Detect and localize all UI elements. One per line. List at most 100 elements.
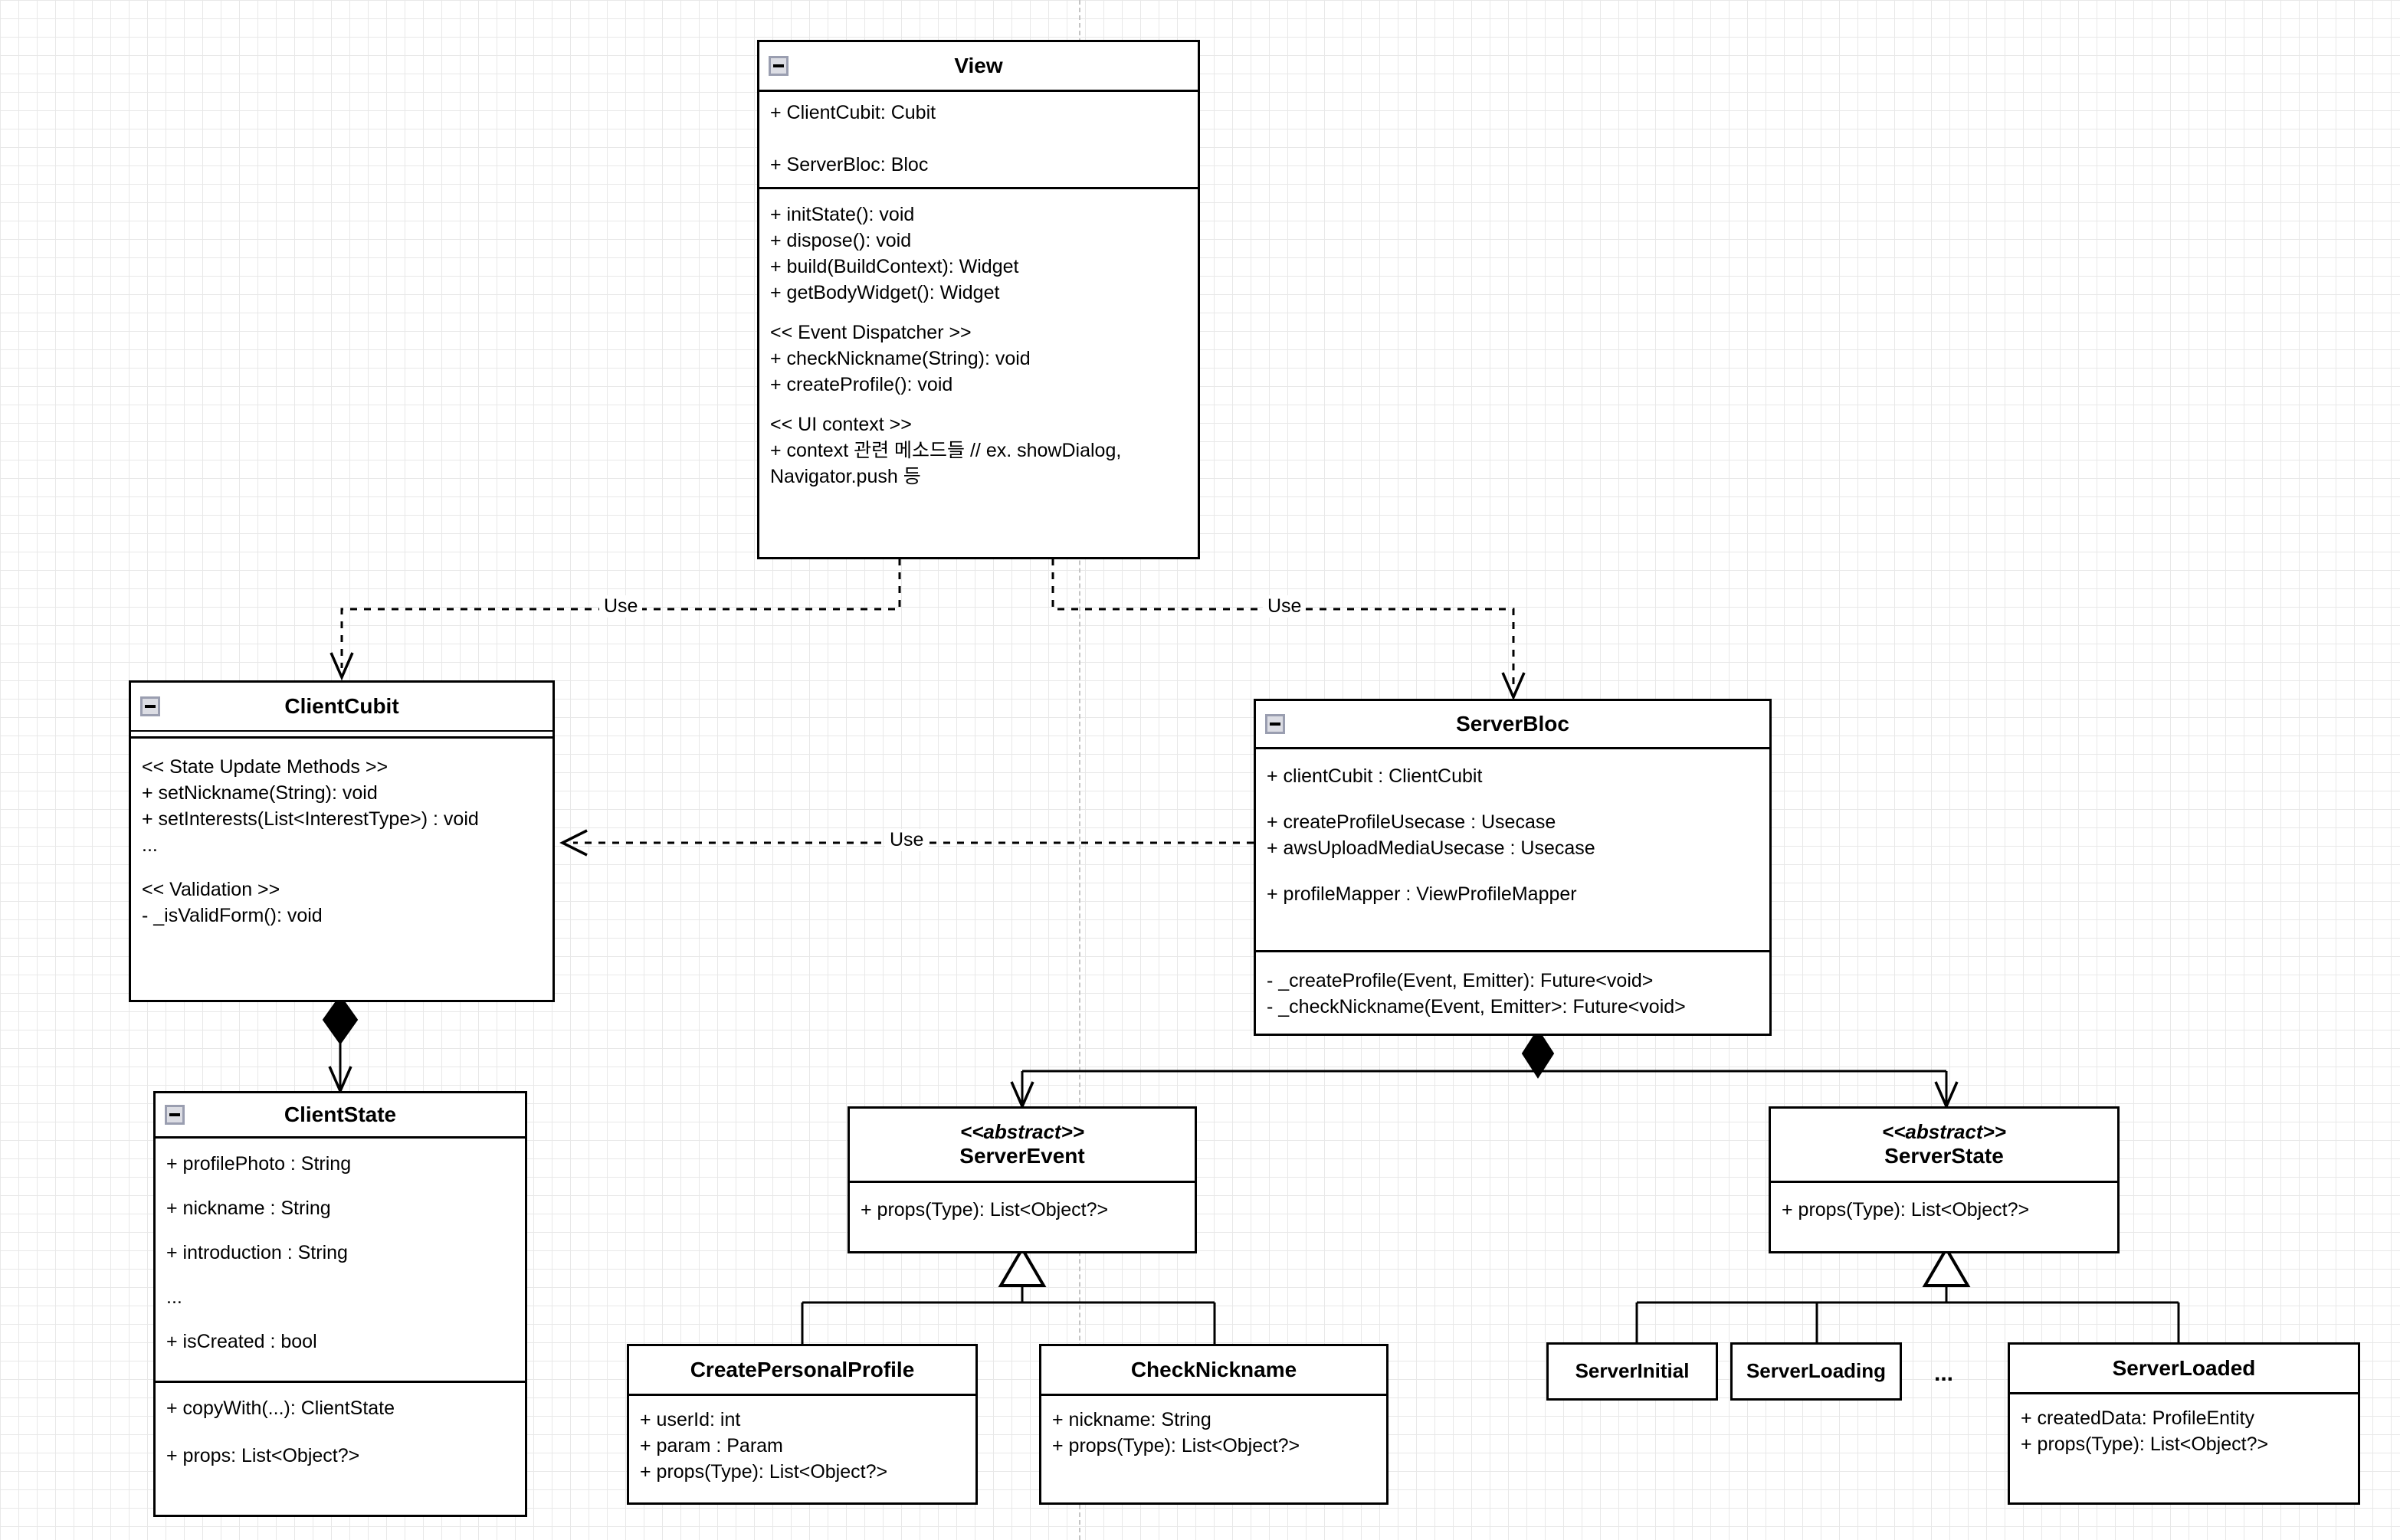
- attributes-section-serverbloc: + clientCubit : ClientCubit + createProf…: [1256, 749, 1769, 950]
- collapse-minus-icon[interactable]: [1265, 714, 1285, 734]
- class-title-createpersonalprofile: CreatePersonalProfile: [629, 1346, 975, 1394]
- method-row: - _checkNickname(Event, Emitter>: Future…: [1267, 996, 1686, 1017]
- methods-section-clientstate: + copyWith(...): ClientState + props: Li…: [156, 1383, 525, 1476]
- attribute-row: + isCreated : bool: [166, 1331, 317, 1352]
- section-divider: [131, 736, 552, 739]
- page-break-guide: [1079, 0, 1080, 1540]
- class-box-clientcubit[interactable]: ClientCubit << State Update Methods >> +…: [129, 680, 555, 1002]
- attributes-section-createpersonalprofile: + userId: int + param : Param + props(Ty…: [629, 1396, 975, 1492]
- method-row: + copyWith(...): ClientState: [166, 1397, 395, 1419]
- method-row: + props(Type): List<Object?>: [861, 1199, 1109, 1221]
- method-group-header: << Validation >>: [142, 879, 280, 900]
- class-title-serverstate: <<abstract>> ServerState: [1771, 1109, 2117, 1181]
- method-row: - _isValidForm(): void: [142, 905, 323, 926]
- class-box-view[interactable]: View + ClientCubit: Cubit + ServerBloc: …: [757, 40, 1200, 559]
- methods-section-serverstate: + props(Type): List<Object?>: [1771, 1183, 2117, 1230]
- class-title-clientstate: ClientState: [156, 1093, 525, 1136]
- section-divider: [850, 1181, 1195, 1183]
- class-title-clientcubit: ClientCubit: [131, 683, 552, 730]
- section-divider: [1256, 747, 1769, 749]
- method-group-header: << UI context >>: [770, 414, 912, 435]
- class-name-clientstate: ClientState: [284, 1102, 397, 1126]
- method-row: ...: [142, 834, 158, 856]
- attribute-row: + createProfileUsecase : Usecase: [1267, 811, 1556, 833]
- method-row: + context 관련 메소드들 // ex. showDialog, Nav…: [770, 440, 1127, 487]
- attribute-row: + profilePhoto : String: [166, 1153, 352, 1175]
- attribute-row: + props(Type): List<Object?>: [1052, 1435, 1300, 1456]
- section-divider: [131, 730, 552, 732]
- attribute-row: + profileMapper : ViewProfileMapper: [1267, 883, 1577, 905]
- collapse-minus-icon[interactable]: [769, 56, 789, 76]
- class-name-clientcubit: ClientCubit: [284, 693, 399, 718]
- attribute-row: + clientCubit : ClientCubit: [1267, 765, 1483, 787]
- class-box-clientstate[interactable]: ClientState + profilePhoto : String + ni…: [153, 1091, 527, 1517]
- class-box-serverstate[interactable]: <<abstract>> ServerState + props(Type): …: [1769, 1106, 2120, 1253]
- methods-section-clientcubit: << State Update Methods >> + setNickname…: [131, 739, 552, 936]
- method-row: + checkNickname(String): void: [770, 348, 1031, 369]
- class-box-serverloaded[interactable]: ServerLoaded + createdData: ProfileEntit…: [2008, 1342, 2360, 1505]
- method-row: + createProfile(): void: [770, 374, 953, 395]
- method-row: + dispose(): void: [770, 230, 912, 251]
- method-row: - _createProfile(Event, Emitter): Future…: [1267, 970, 1654, 991]
- method-row: + props(Type): List<Object?>: [1782, 1199, 2030, 1221]
- class-name-createpersonalprofile: CreatePersonalProfile: [690, 1357, 915, 1381]
- class-stereotype-serverevent: <<abstract>>: [960, 1119, 1084, 1143]
- section-divider: [1041, 1394, 1386, 1396]
- attribute-row: + awsUploadMediaUsecase : Usecase: [1267, 837, 1595, 859]
- attribute-row: + ServerBloc: Bloc: [770, 154, 929, 175]
- attribute-row: + introduction : String: [166, 1242, 348, 1263]
- class-box-serverbloc[interactable]: ServerBloc + clientCubit : ClientCubit +…: [1254, 699, 1772, 1036]
- section-divider: [156, 1136, 525, 1139]
- edge-label-use-3: Use: [885, 829, 929, 851]
- class-box-serverinitial[interactable]: ServerInitial: [1546, 1342, 1718, 1401]
- attribute-row: + createdData: ProfileEntity: [2021, 1407, 2255, 1429]
- edge-label-use-2: Use: [1263, 595, 1307, 618]
- section-divider: [1256, 950, 1769, 952]
- method-row: + getBodyWidget(): Widget: [770, 282, 1000, 303]
- edge-serverbloc-to-serverevent-serverstate: [1010, 1028, 1959, 1110]
- methods-section-view: + initState(): void + dispose(): void + …: [759, 189, 1198, 497]
- section-divider: [1771, 1181, 2117, 1183]
- class-name-serverloaded: ServerLoaded: [2112, 1355, 2256, 1380]
- attributes-section-view: + ClientCubit: Cubit + ServerBloc: Bloc: [759, 92, 1198, 187]
- class-title-serverevent: <<abstract>> ServerEvent: [850, 1109, 1195, 1181]
- method-row: + setNickname(String): void: [142, 782, 378, 804]
- edge-serverevent-generalization-tree: [801, 1246, 1216, 1346]
- method-group-header: << Event Dispatcher >>: [770, 322, 972, 343]
- class-title-view: View: [759, 42, 1198, 90]
- class-name-serverloading: ServerLoading: [1746, 1359, 1887, 1383]
- section-divider: [759, 187, 1198, 189]
- methods-section-serverevent: + props(Type): List<Object?>: [850, 1183, 1195, 1230]
- edge-label-use-1: Use: [599, 595, 643, 618]
- methods-section-serverbloc: - _createProfile(Event, Emitter): Future…: [1256, 952, 1769, 1027]
- class-title-checknickname: CheckNickname: [1041, 1346, 1386, 1394]
- method-row: + initState(): void: [770, 204, 915, 225]
- attribute-row: ...: [166, 1286, 182, 1308]
- section-divider: [2010, 1392, 2358, 1394]
- edge-serverstate-generalization-tree: [1635, 1246, 2180, 1345]
- attribute-row: + props(Type): List<Object?>: [2021, 1434, 2269, 1455]
- collapse-minus-icon[interactable]: [165, 1105, 185, 1125]
- attributes-section-clientstate: + profilePhoto : String + nickname : Str…: [156, 1139, 525, 1381]
- section-divider: [759, 90, 1198, 92]
- collapse-minus-icon[interactable]: [140, 696, 160, 716]
- attribute-row: + param : Param: [640, 1435, 783, 1456]
- edge-view-to-serverbloc: [1051, 559, 1526, 701]
- class-name-view: View: [954, 53, 1003, 77]
- attribute-row: + props(Type): List<Object?>: [640, 1461, 888, 1483]
- class-box-checknickname[interactable]: CheckNickname + nickname: String + props…: [1039, 1344, 1389, 1505]
- attribute-row: + nickname: String: [1052, 1409, 1211, 1430]
- attributes-section-serverloaded: + createdData: ProfileEntity + props(Typ…: [2010, 1394, 2358, 1465]
- class-title-serverbloc: ServerBloc: [1256, 701, 1769, 747]
- class-title-serverloaded: ServerLoaded: [2010, 1345, 2358, 1392]
- class-box-createpersonalprofile[interactable]: CreatePersonalProfile + userId: int + pa…: [627, 1344, 978, 1505]
- attribute-row: + nickname : String: [166, 1198, 331, 1219]
- class-name-serverbloc: ServerBloc: [1456, 711, 1569, 736]
- class-name-checknickname: CheckNickname: [1130, 1357, 1297, 1381]
- attributes-section-checknickname: + nickname: String + props(Type): List<O…: [1041, 1396, 1386, 1466]
- class-box-serverloading[interactable]: ServerLoading: [1730, 1342, 1902, 1401]
- class-box-serverevent[interactable]: <<abstract>> ServerEvent + props(Type): …: [848, 1106, 1197, 1253]
- method-row: + setInterests(List<InterestType>) : voi…: [142, 808, 479, 830]
- section-divider: [156, 1381, 525, 1383]
